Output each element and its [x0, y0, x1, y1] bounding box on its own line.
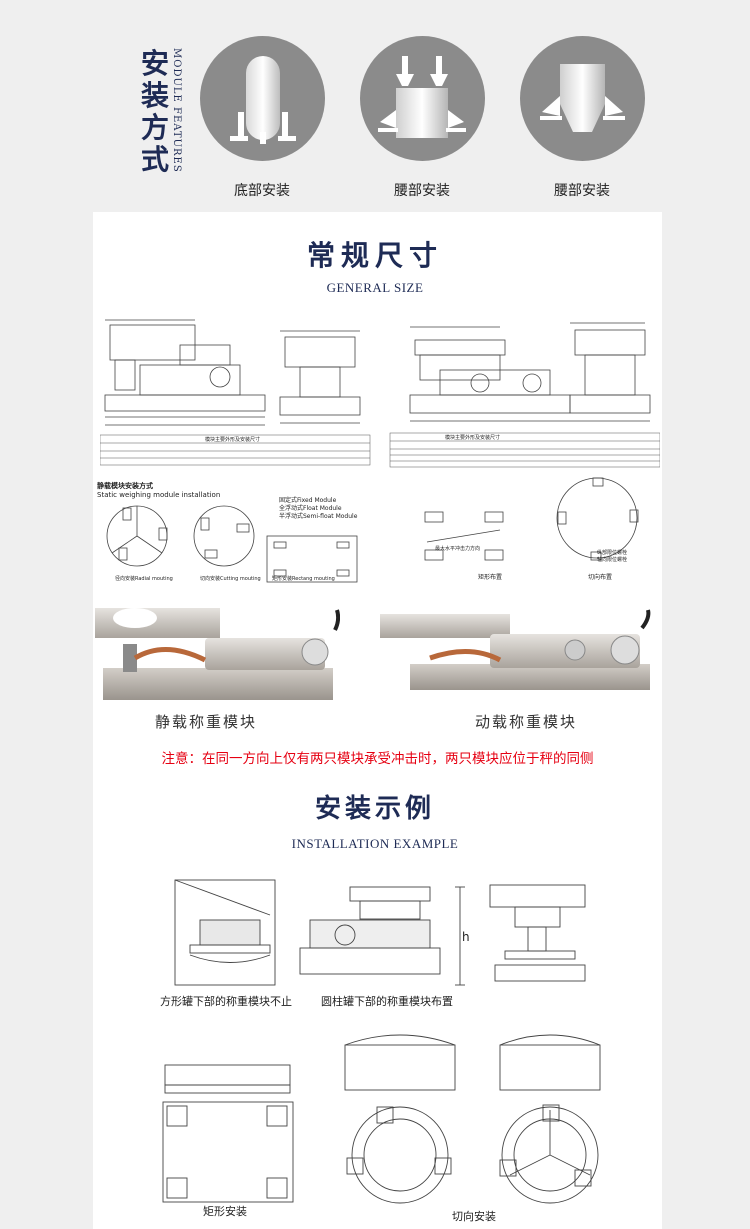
legend-semi-float: 半浮动式Semi-float Module	[279, 513, 358, 520]
content-panel	[93, 212, 662, 1229]
arrow-label-2: 轴向限位螺栓	[597, 557, 628, 563]
example-caption-4: 切向安装	[452, 1210, 496, 1223]
example-caption-2: 圆柱罐下部的称重模块布置	[321, 995, 453, 1008]
static-install-title-en: Static weighing module installation	[97, 491, 221, 499]
installation-subtitle: INSTALLATION EXAMPLE	[291, 836, 459, 851]
example-caption-3: 矩形安装	[203, 1205, 247, 1218]
dynamic-module-photo	[380, 609, 651, 690]
layout-cutting: 切向安装Cutting mouting	[200, 576, 261, 582]
cone-hopper-waist-mount-icon	[520, 36, 645, 161]
example-caption-1: 方形罐下部的称重模块不止	[160, 995, 292, 1008]
right-layout-rect: 矩形布置	[478, 574, 503, 581]
arrow-label-1: 纵部限位螺栓	[597, 550, 628, 556]
general-size-subtitle: GENERAL SIZE	[326, 280, 424, 295]
installation-example-drawings	[174, 879, 586, 986]
tank-bottom-mount-icon	[200, 36, 325, 161]
install-layout-diagrams	[106, 505, 358, 583]
installation-title: 安装示例	[314, 794, 435, 824]
title-char: 方	[140, 111, 169, 144]
warning-note: 注意：在同一方向上仅有两只模块承受冲击时，两只模块应位于秤的同侧	[161, 751, 594, 767]
title-char: 安	[140, 47, 169, 80]
hopper-waist-mount-icon	[360, 36, 485, 161]
method-label: 腰部安装	[554, 183, 610, 199]
legend-float: 全浮动式Float Module	[279, 505, 342, 512]
legend-fixed: 固定式Fixed Module	[279, 497, 337, 504]
static-module-caption: 静载称重模块	[155, 713, 258, 731]
layout-example-drawings	[162, 1034, 601, 1204]
right-layout-diagrams	[424, 477, 639, 561]
right-layout-tangent: 切向布置	[588, 574, 613, 581]
method-label: 腰部安装	[394, 183, 450, 199]
height-label: h	[462, 930, 470, 944]
installation-method-title: 安 装 方 式	[137, 48, 173, 176]
table-caption-right: 模块主要外形及安装尺寸	[445, 435, 501, 441]
static-module-photo	[95, 608, 340, 700]
module-features-subtitle: MODULE FEATURES	[164, 48, 184, 188]
dimension-drawings	[100, 319, 660, 468]
general-size-title: 常规尺寸	[306, 239, 443, 272]
subtitle-text: MODULE FEATURES	[171, 48, 182, 173]
method-label: 底部安装	[234, 183, 290, 199]
table-caption-left: 模块主要外形及安装尺寸	[205, 437, 261, 443]
force-direction-label: 最大水平冲击力方向	[435, 546, 481, 552]
layout-rectang: 矩形安装Rectang mouting	[272, 576, 335, 582]
title-char: 式	[140, 143, 169, 176]
static-install-title: 静载模块安装方式	[97, 482, 153, 490]
title-char: 装	[140, 79, 169, 112]
dynamic-module-caption: 动载称重模块	[475, 713, 578, 731]
layout-radial: 径向安装Radial mouting	[115, 576, 173, 582]
